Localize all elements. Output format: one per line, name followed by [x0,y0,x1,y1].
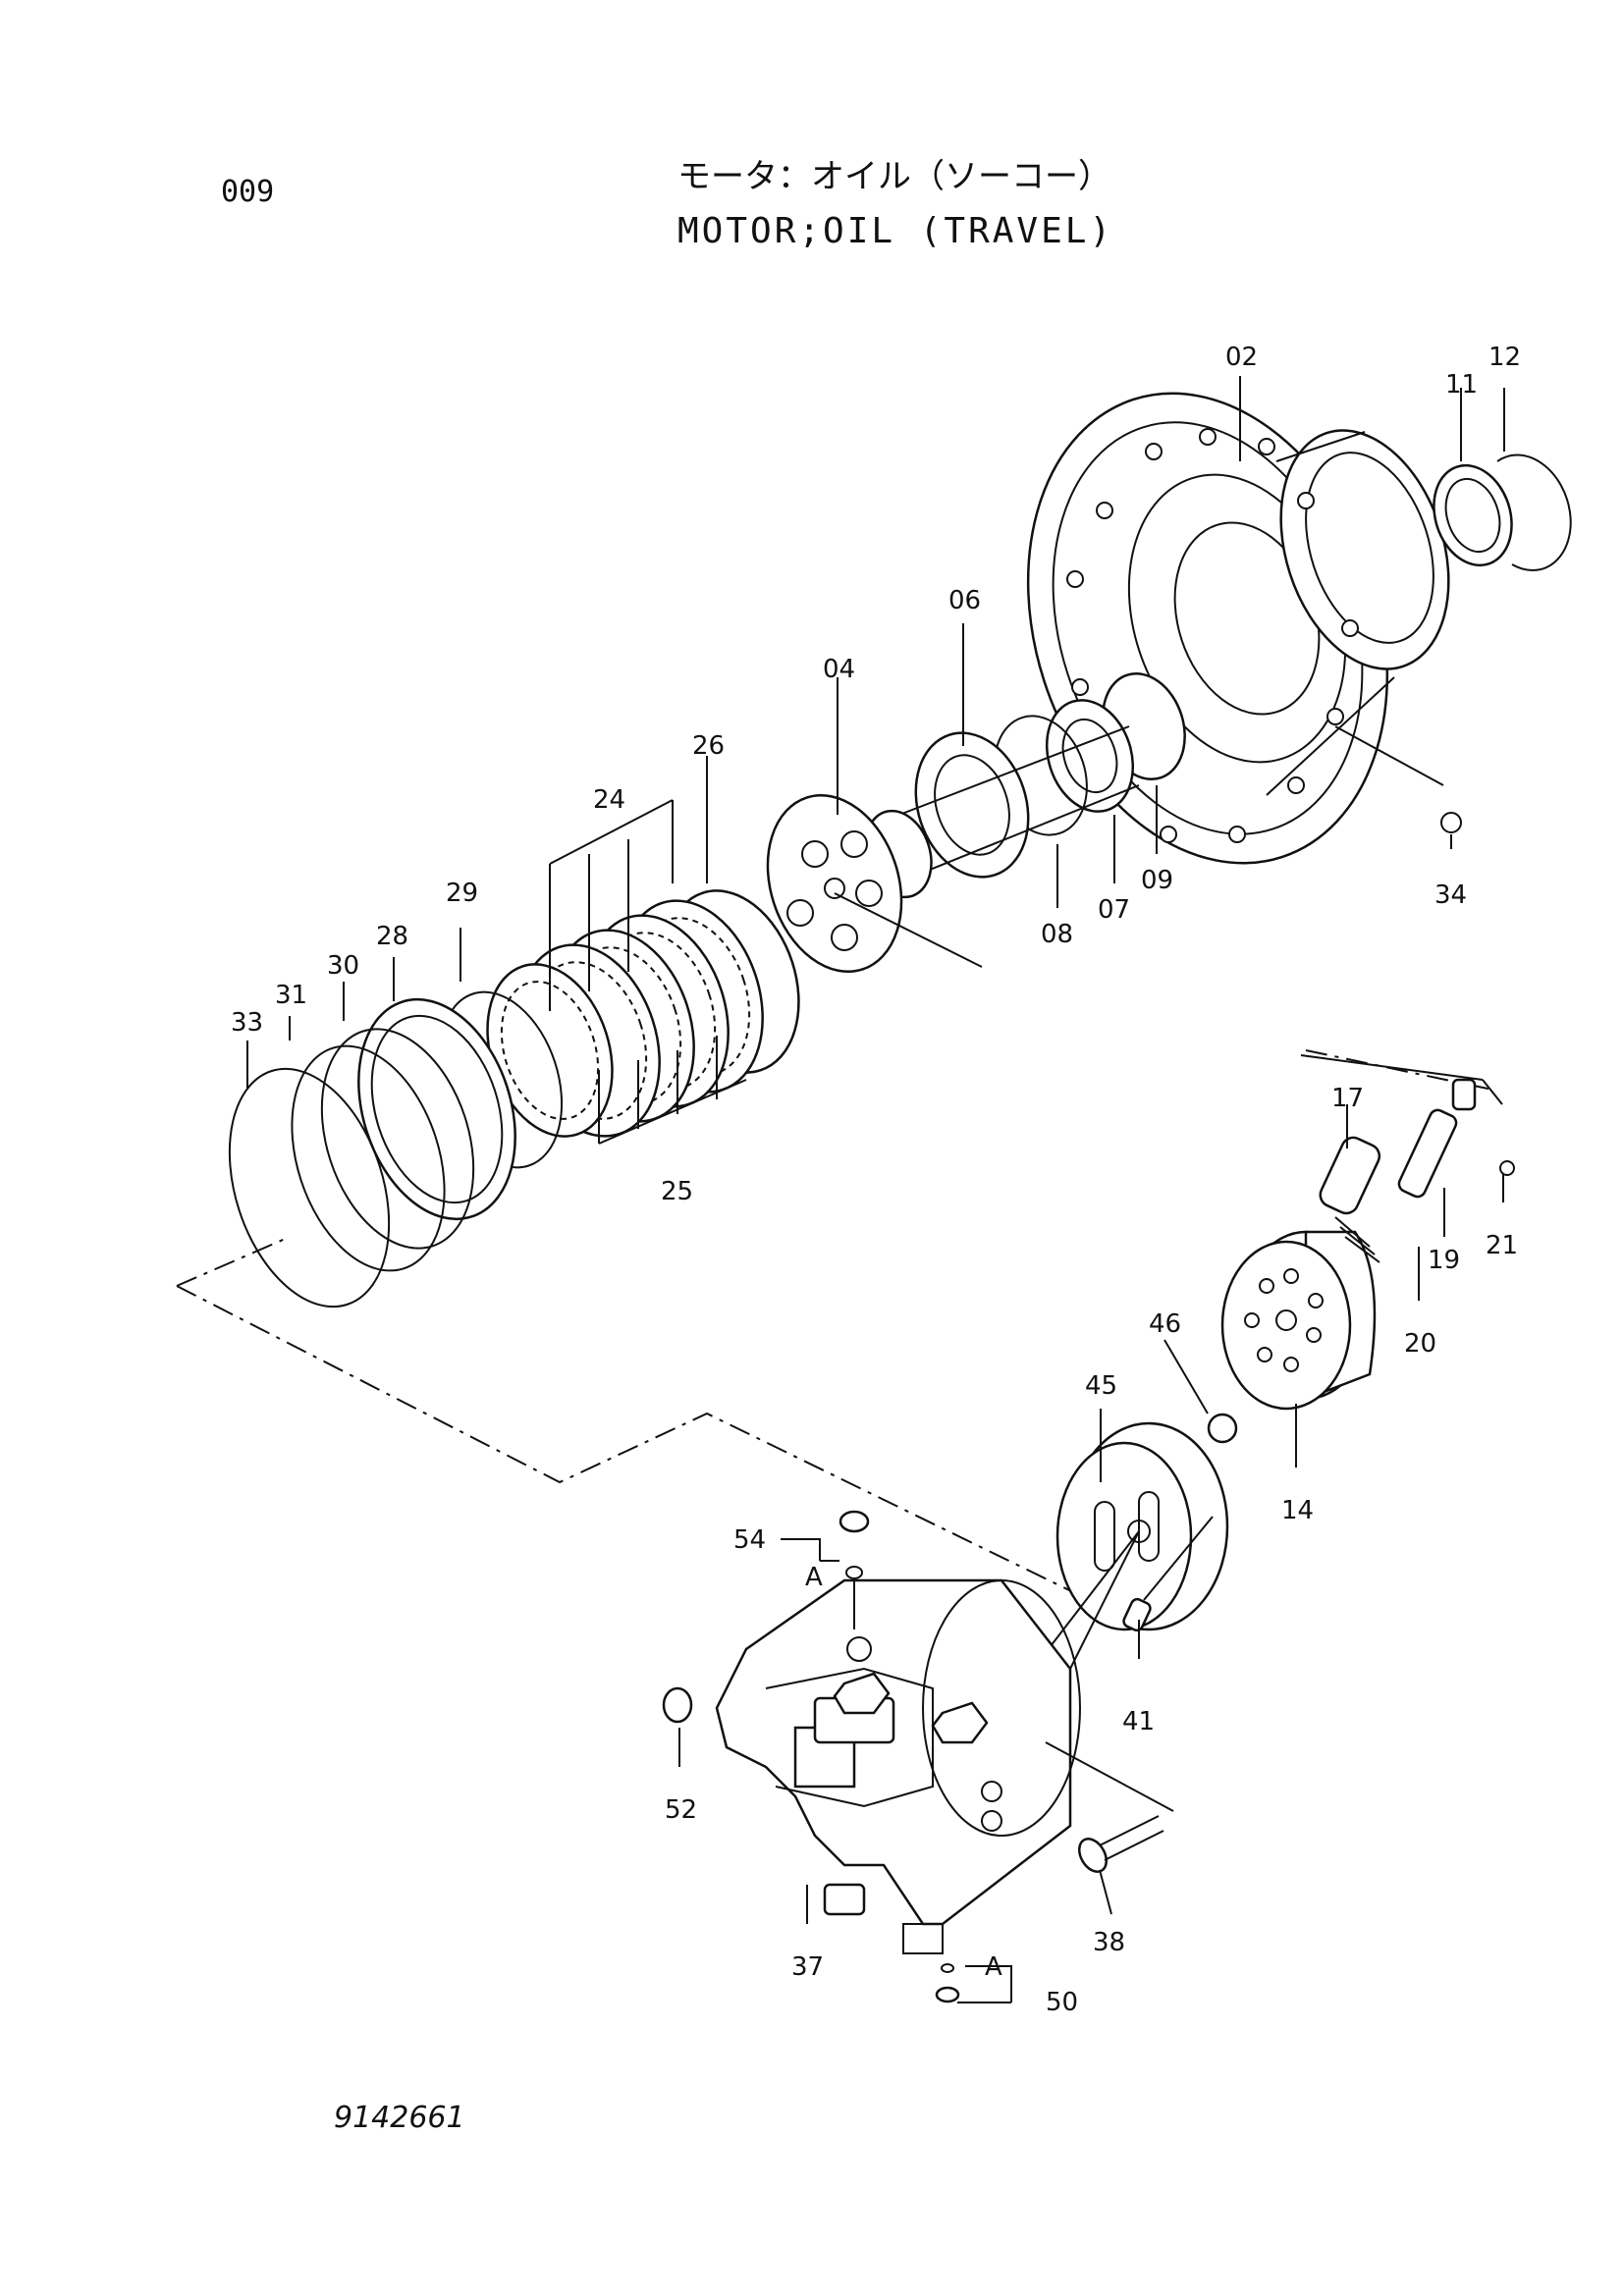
callout-06: 06 [948,586,981,615]
callout-17: 17 [1331,1084,1364,1113]
bolt [1078,1815,1164,1873]
leader-lines [246,376,1505,2003]
page-number: 009 [221,175,275,209]
callout-09: 09 [1141,866,1173,895]
callout-37: 37 [791,1952,824,1982]
callout-28: 28 [376,922,408,951]
callouts: 02 11 12 06 04 26 24 29 28 30 31 33 09 0… [231,343,1521,2017]
plug [662,1510,960,2003]
callout-21: 21 [1486,1231,1518,1260]
callout-46: 46 [1149,1309,1181,1339]
drawing-number: 9142661 [334,2101,465,2135]
planetary-housing [1026,392,1450,865]
snap-ring [1496,454,1572,571]
callout-34: 34 [1434,881,1467,910]
callout-08: 08 [1041,920,1073,949]
ball [1440,812,1462,833]
brake-disc-stack [486,889,800,1138]
callout-A-top: A [805,1563,823,1592]
callout-24: 24 [593,785,625,815]
callout-52: 52 [665,1795,697,1825]
brake-piston-rings [228,990,564,1308]
callout-31: 31 [275,981,307,1010]
seal-ring [1433,463,1513,567]
motor-body [715,1578,1081,1954]
callout-20: 20 [1404,1329,1436,1359]
callout-14: 14 [1281,1496,1314,1525]
callout-A-bottom: A [985,1952,1002,1982]
callout-02: 02 [1225,343,1258,372]
callout-11: 11 [1445,370,1478,400]
spring-and-spool [1319,1078,1515,1263]
callout-25: 25 [661,1177,693,1206]
callout-45: 45 [1085,1371,1117,1401]
callout-26: 26 [692,731,725,761]
bearing-assembly [864,672,1186,899]
callout-19: 19 [1428,1246,1460,1275]
callout-54: 54 [733,1525,766,1555]
callout-04: 04 [823,655,855,684]
pin [1207,1413,1238,1444]
callout-33: 33 [231,1008,263,1038]
callout-41: 41 [1122,1707,1155,1736]
title-japanese: モータ：オイル（ソーコー） [677,157,1111,196]
callout-50: 50 [1046,1988,1078,2017]
valve-plate [1055,1421,1229,1632]
title-english: MOTOR;OIL (TRAVEL) [677,211,1114,251]
callout-30: 30 [327,951,359,981]
callout-07: 07 [1098,895,1130,925]
cylinder-block [1220,1230,1377,1411]
swash-plate [766,793,983,974]
callout-12: 12 [1488,343,1521,372]
callout-38: 38 [1093,1928,1125,1957]
callout-29: 29 [446,879,478,908]
